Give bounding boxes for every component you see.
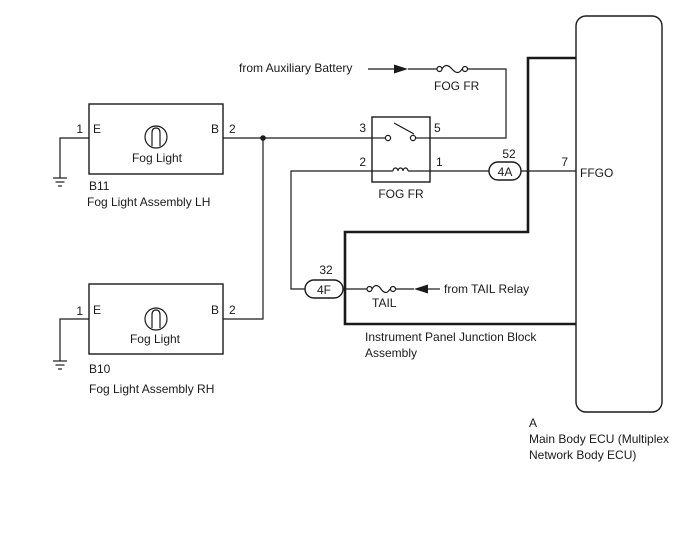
junction-block-name-line1: Instrument Panel Junction Block (365, 330, 537, 344)
fog-light-rh-pin-b: 2 (229, 303, 236, 317)
fog-light-lh-box (88, 103, 224, 175)
fog-fr-relay-pin-1: 1 (436, 155, 443, 169)
fog-light-rh-ground-wire (59, 318, 89, 361)
fog-light-rh-pin-e: 1 (76, 304, 83, 318)
fog-light-lh-name: Fog Light Assembly LH (87, 195, 210, 209)
ecu-name-line2: Network Body ECU) (529, 448, 636, 462)
tail-relay-arrow-icon (414, 284, 428, 294)
connector-4a-label: 4A (498, 165, 513, 179)
wire-junction-dot (260, 135, 266, 141)
fog-light-rh-terminal-e: E (93, 303, 101, 317)
fog-light-rh-terminal-b: B (211, 303, 219, 317)
ecu-pin: 7 (561, 155, 568, 169)
ecu-code: A (529, 416, 537, 430)
aux-battery-label: from Auxiliary Battery (239, 61, 352, 75)
fog-fr-fuse-icon (436, 64, 469, 74)
tail-fuse-icon (366, 284, 397, 294)
fog-light-lh-pin-e: 1 (76, 122, 83, 136)
fog-fr-relay-switch-icon (372, 122, 430, 142)
main-body-ecu-box (575, 15, 663, 413)
fog-fr-relay-pin-3: 3 (359, 121, 366, 135)
fog-fr-relay-pin-2: 2 (359, 155, 366, 169)
tail-fuse-label: TAIL (372, 296, 397, 310)
tail-relay-label: from TAIL Relay (444, 282, 529, 296)
fog-light-lh-lamp-icon (144, 125, 168, 149)
fog-light-lh-terminal-e: E (93, 122, 101, 136)
fog-fr-relay-pin-5: 5 (434, 121, 441, 135)
fog-fr-relay-coil-icon (372, 167, 430, 172)
fog-fr-relay-name: FOG FR (378, 187, 424, 201)
fog-light-lh-terminal-b: B (211, 122, 219, 136)
junction-block-boundary (343, 56, 576, 326)
fog-light-rh-code: B10 (89, 362, 111, 376)
fog-light-lh-ground-wire (59, 137, 89, 178)
junction-block-name-line2: Assembly (365, 346, 417, 360)
fuse-to-relay-wire (430, 68, 507, 139)
connector-4f-label: 4F (317, 283, 331, 297)
aux-battery-arrow-icon (394, 64, 408, 74)
fog-light-rh-lamp-icon (144, 307, 168, 331)
connector-4a-pin: 52 (502, 147, 516, 161)
ecu-name-line1: Main Body ECU (Multiplex (529, 432, 669, 446)
fog-light-rh-name: Fog Light Assembly RH (89, 382, 214, 396)
fog-light-lh-pin-b: 2 (229, 122, 236, 136)
ecu-terminal-ffgo: FFGO (580, 166, 613, 180)
relay-to-4f-wire (290, 170, 372, 290)
connector-4f-pin: 32 (319, 263, 333, 277)
fog-light-lh-ground-icon (53, 177, 67, 187)
wire-rh-lamp-to-junction (223, 138, 264, 320)
fog-light-rh-ground-icon (53, 360, 67, 370)
fog-fr-fuse-label: FOG FR (434, 79, 480, 93)
fog-light-rh-lamp-label: Fog Light (130, 332, 181, 346)
fog-light-lh-code: B11 (89, 179, 110, 193)
fog-light-lh-lamp-label: Fog Light (132, 151, 183, 165)
